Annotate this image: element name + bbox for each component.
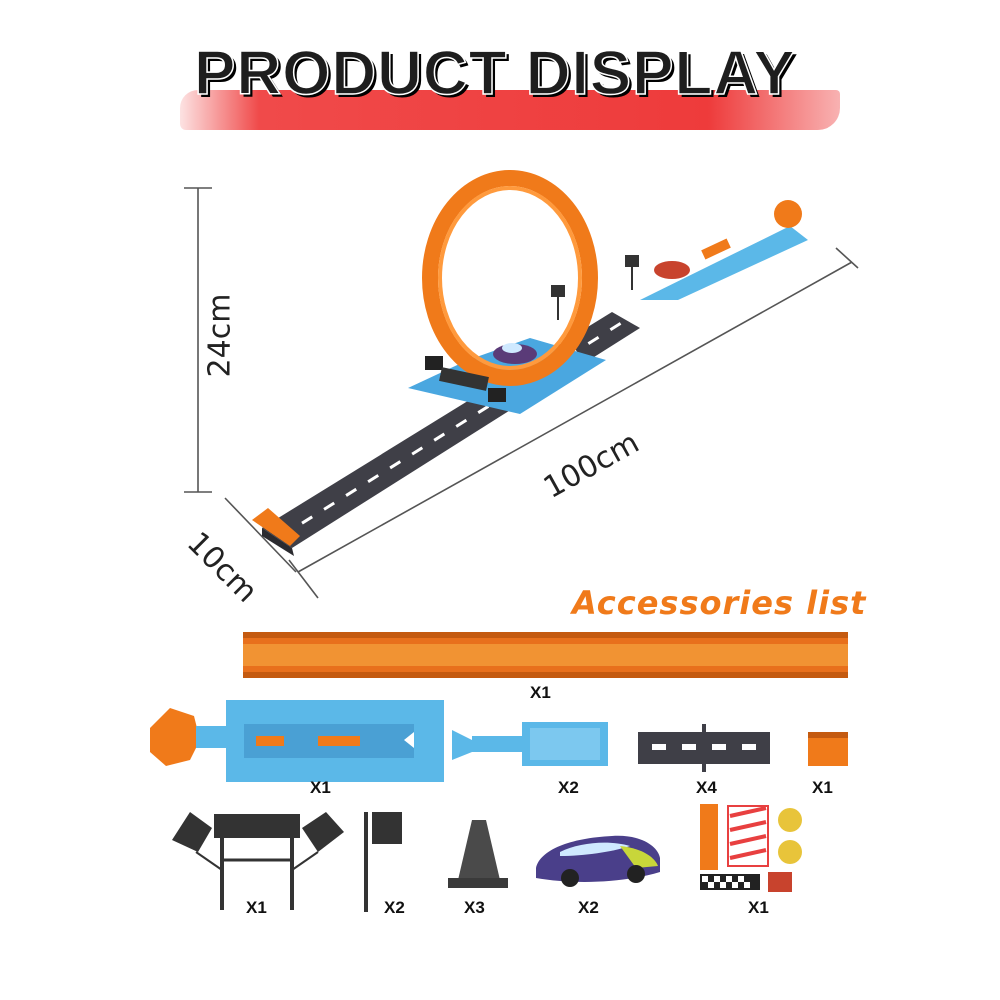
title-underline	[180, 90, 840, 130]
qty-orange-end-ramp: X1	[812, 778, 833, 797]
height-dimension-line	[184, 187, 212, 493]
qty-finish-gate: X1	[246, 898, 267, 917]
qty-flag-post: X2	[384, 898, 405, 917]
toy-car-icon	[536, 835, 660, 887]
orange-track-strip-icon	[243, 632, 848, 678]
qty-launcher-base: X1	[310, 778, 331, 797]
flag-posts	[551, 255, 639, 320]
qty-sticker-sheet: X1	[748, 898, 769, 917]
length-dimension-line	[288, 247, 859, 599]
accessories-heading: Accessories list	[572, 584, 867, 622]
finish-gate-assembled	[425, 356, 506, 402]
qty-blue-connector: X2	[558, 778, 579, 797]
width-dimension-line	[224, 497, 297, 573]
launcher	[640, 226, 808, 300]
start-ramp	[252, 508, 300, 546]
title-banner: PRODUCT DISPLAY	[180, 28, 840, 130]
traffic-cone-icon	[448, 820, 508, 888]
sticker-sheet-icon	[700, 804, 802, 892]
flag-post-icon	[364, 812, 402, 912]
car-in-loop	[493, 343, 537, 364]
qty-grey-track-piece: X4	[696, 778, 717, 797]
qty-orange-track-strip: X1	[530, 683, 551, 702]
orange-loop	[422, 170, 598, 386]
qty-traffic-cone: X3	[464, 898, 485, 917]
launcher-base-icon	[150, 700, 444, 782]
blue-connector-icon	[452, 722, 608, 766]
finish-gate-icon	[172, 812, 344, 910]
assembled-track	[252, 170, 808, 556]
grey-track-piece-icon	[638, 724, 770, 772]
qty-toy-car: X2	[578, 898, 599, 917]
launcher-button	[774, 200, 802, 228]
orange-end-ramp-icon	[808, 732, 848, 766]
car-on-launcher	[654, 261, 690, 279]
page-title: PRODUCT DISPLAY	[193, 38, 796, 109]
